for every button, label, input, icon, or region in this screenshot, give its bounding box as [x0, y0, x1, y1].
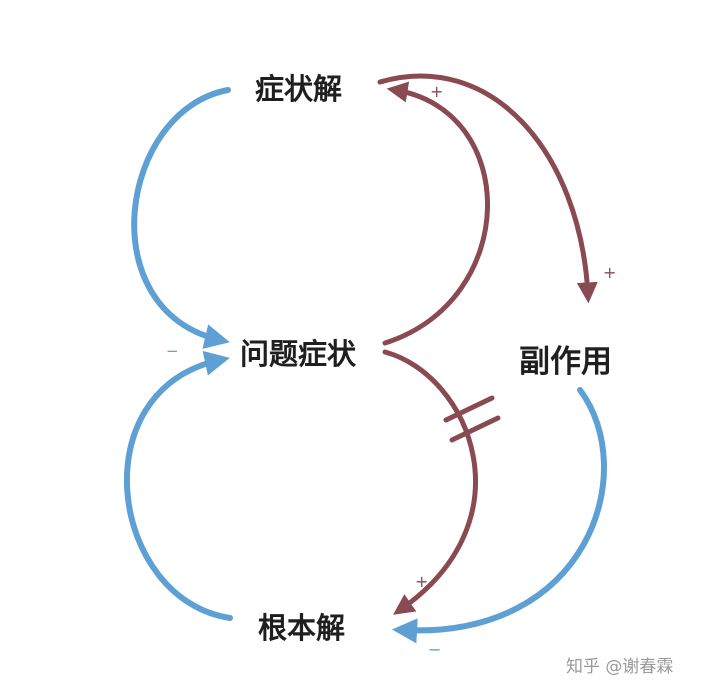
sign-sym-to-side: +: [430, 82, 444, 101]
arrow-sym-sol-to-side-effect: [377, 73, 598, 304]
sign-into-problem: −: [166, 342, 179, 360]
sign-problem-to-sym: +: [603, 263, 617, 282]
sign-problem-to-fund: +: [415, 572, 429, 591]
node-problem-symptom: 问题症状: [240, 337, 357, 371]
arrow-problem-to-sym-sol: [382, 81, 490, 346]
arrow-side-effect-to-fund: [391, 387, 607, 644]
sign-side-to-fund: −: [428, 640, 442, 659]
delay-mark-2: [449, 415, 501, 443]
node-fundamental-solution: 根本解: [258, 611, 346, 645]
arrow-problem-to-fund: [382, 349, 478, 615]
node-symptomatic-solution: 症状解: [255, 72, 343, 106]
arrow-fund-to-problem: [123, 350, 233, 621]
delay-mark-1: [443, 395, 495, 423]
arrow-sym-sol-to-problem: [131, 87, 231, 349]
node-side-effect: 副作用: [519, 344, 612, 380]
watermark: 知乎 @谢春霖: [566, 657, 674, 677]
